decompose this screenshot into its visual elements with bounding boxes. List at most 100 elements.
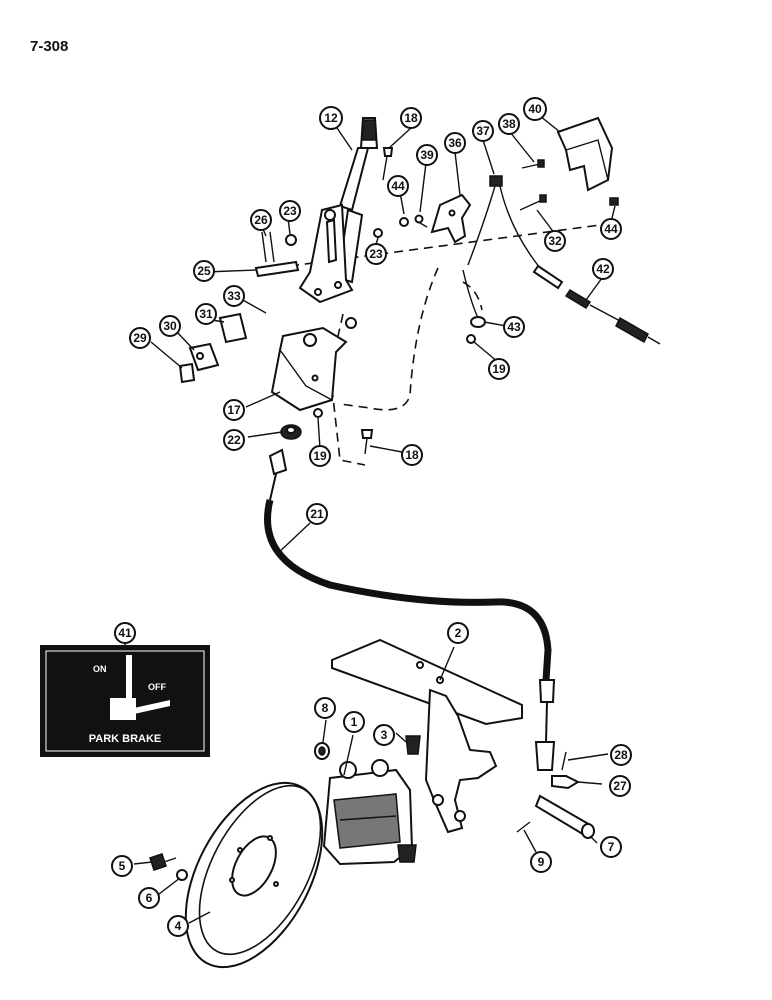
svg-text:37: 37 (476, 124, 490, 138)
svg-text:1: 1 (351, 715, 358, 729)
callout-32: 32 (544, 230, 566, 252)
switch-wiring (462, 175, 661, 345)
svg-text:21: 21 (310, 507, 324, 521)
callout-17: 17 (223, 399, 245, 421)
callout-31: 31 (195, 303, 217, 325)
decal-title: PARK BRAKE (89, 733, 162, 745)
callout-3: 3 (373, 724, 395, 746)
page-number: 7-308 (30, 38, 69, 55)
callout-43: 43 (503, 316, 525, 338)
svg-text:19: 19 (492, 362, 506, 376)
lower-fasteners (313, 408, 374, 455)
lever-bracket (298, 203, 354, 304)
caliper-assembly-1 (322, 759, 417, 866)
decal-off-label: OFF (148, 682, 166, 692)
callout-2: 2 (447, 622, 469, 644)
callout-9: 9 (530, 851, 552, 873)
svg-text:25: 25 (197, 264, 211, 278)
callout-40: 40 (523, 97, 547, 121)
svg-text:44: 44 (391, 179, 405, 193)
svg-text:12: 12 (324, 111, 338, 125)
svg-text:22: 22 (227, 433, 241, 447)
callout-21: 21 (306, 503, 328, 525)
switch-guard-40 (556, 116, 614, 192)
callout-36: 36 (444, 132, 466, 154)
svg-text:39: 39 (420, 148, 434, 162)
callout-42: 42 (592, 258, 614, 280)
park-brake-decal-41: ON OFF PARK BRAKE (40, 645, 210, 757)
callout-4: 4 (167, 915, 189, 937)
callout-38: 38 (498, 113, 520, 135)
callout-12: 12 (319, 106, 343, 130)
callout-26: 26 (250, 209, 272, 231)
svg-text:9: 9 (538, 855, 545, 869)
lever-symbol (126, 655, 132, 709)
callout-44-right: 44 (600, 218, 622, 240)
callout-44-left: 44 (387, 175, 409, 197)
callout-37: 37 (472, 120, 494, 142)
grommet-22 (280, 424, 302, 440)
svg-text:23: 23 (369, 247, 383, 261)
brake-cable-21 (264, 448, 556, 771)
svg-text:41: 41 (118, 626, 132, 640)
callout-22: 22 (223, 429, 245, 451)
callout-23-right: 23 (365, 243, 387, 265)
svg-text:42: 42 (596, 262, 610, 276)
svg-text:43: 43 (507, 320, 521, 334)
callout-27: 27 (609, 775, 631, 797)
decal-on-label: ON (93, 664, 107, 674)
bracket-36 (430, 193, 472, 244)
pins (254, 231, 300, 278)
disc-fasteners (149, 853, 188, 881)
callout-18-top: 18 (400, 107, 422, 129)
svg-text:27: 27 (613, 779, 627, 793)
small-nuts (285, 214, 476, 344)
callout-6: 6 (138, 887, 160, 909)
callout-19-lower: 19 (309, 445, 331, 467)
clevis-pins (516, 751, 595, 839)
callout-33: 33 (223, 285, 245, 307)
svg-text:29: 29 (133, 331, 147, 345)
svg-text:38: 38 (502, 117, 516, 131)
bolt-18-top (382, 147, 394, 181)
callout-39: 39 (416, 144, 438, 166)
svg-text:23: 23 (283, 204, 297, 218)
svg-text:32: 32 (548, 234, 562, 248)
svg-text:18: 18 (405, 448, 419, 462)
mounting-bracket-17 (270, 326, 348, 412)
screws (519, 159, 619, 211)
callout-19-right: 19 (488, 358, 510, 380)
washer-bolt (314, 735, 421, 760)
callout-28: 28 (610, 744, 632, 766)
svg-text:44: 44 (604, 222, 618, 236)
svg-text:19: 19 (313, 449, 327, 463)
callout-30: 30 (159, 315, 181, 337)
callout-7: 7 (600, 836, 622, 858)
svg-text:28: 28 (614, 748, 628, 762)
callout-5: 5 (111, 855, 133, 877)
svg-text:3: 3 (381, 728, 388, 742)
callout-29: 29 (129, 327, 151, 349)
svg-text:4: 4 (175, 919, 182, 933)
svg-text:18: 18 (404, 111, 418, 125)
callout-25: 25 (193, 260, 215, 282)
svg-text:5: 5 (119, 859, 126, 873)
svg-text:7: 7 (608, 840, 615, 854)
link-plates (178, 312, 248, 384)
svg-text:30: 30 (163, 319, 177, 333)
callout-8: 8 (314, 697, 336, 719)
callout-23-left: 23 (279, 200, 301, 222)
callout-41: 41 (114, 622, 136, 644)
svg-text:6: 6 (146, 891, 153, 905)
caliper-mount-2 (331, 638, 523, 834)
svg-text:40: 40 (528, 102, 542, 116)
svg-text:2: 2 (455, 626, 462, 640)
svg-text:31: 31 (199, 307, 213, 321)
brake-disc-4 (184, 781, 324, 969)
callout-18-lower: 18 (401, 444, 423, 466)
svg-text:17: 17 (227, 403, 241, 417)
svg-text:36: 36 (448, 136, 462, 150)
svg-text:26: 26 (254, 213, 268, 227)
callout-1: 1 (343, 711, 365, 733)
